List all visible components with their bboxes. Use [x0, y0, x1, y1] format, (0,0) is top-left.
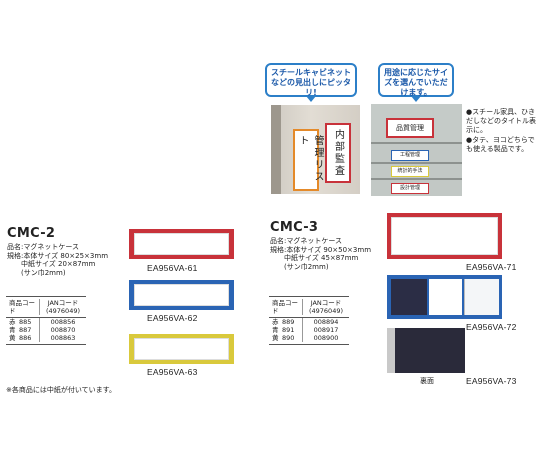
drawer-label-3: 設計管理 — [391, 183, 429, 194]
cabinet-edge — [271, 105, 281, 194]
product-62-blue — [129, 280, 234, 310]
product-code-72: EA956VA-72 — [466, 322, 517, 332]
product-code-61: EA956VA-61 — [147, 263, 198, 273]
cmc3-th-jan: JANコード (4976049) — [302, 299, 349, 315]
drawer-label-2-text: 統計的手法 — [397, 168, 423, 174]
cell-jan: 008856 — [39, 318, 86, 326]
bullet-2: ●タテ、ヨコどちらでも使える製品です。 — [466, 136, 535, 153]
callout-left-text: スチールキャビネットなどの見出しにピッタリ! — [271, 68, 351, 97]
cell-color: 黄 — [272, 334, 279, 342]
insert-paper-right — [429, 279, 462, 315]
product-code-71: EA956VA-71 — [466, 262, 517, 272]
bullet-1: ●スチール家具、ひきだしなどのタイトル表示に。 — [466, 108, 536, 134]
cell-color: 黄 — [9, 334, 16, 342]
callout-right: 用途に応じたサイズを選んでいただけます。 — [378, 63, 454, 102]
cell-code: 885 — [19, 318, 32, 326]
label-text-kanri: 管理リスト — [297, 135, 323, 183]
cell-jan: 008863 — [39, 334, 86, 342]
product-code-63: EA956VA-63 — [147, 367, 198, 377]
cell-code: 886 — [19, 334, 32, 342]
cell-jan: 008870 — [39, 326, 86, 334]
callout-left: スチールキャビネットなどの見出しにピッタリ! — [265, 63, 357, 102]
cmc3-table-header: 商品コード JANコード (4976049) — [269, 297, 349, 318]
drawer-label-1-text: 工程管理 — [399, 152, 420, 158]
label-card-red: 内部監査 — [325, 123, 351, 183]
label-text-kansa: 内部監査 — [332, 129, 344, 177]
drawer-label-large-text: 品質管理 — [396, 124, 424, 132]
cmc3-spec: 品名:マグネットケース 規格:本体サイズ 90×50×3mm 中紙サイズ 45×… — [270, 237, 372, 271]
cmc2-heading: CMC-2 — [7, 226, 56, 241]
product-code-73: EA956VA-73 — [466, 376, 517, 386]
cell-color: 青 — [272, 326, 279, 334]
cmc3-heading: CMC-3 — [270, 220, 319, 235]
drawer-label-large: 品質管理 — [386, 118, 434, 138]
cmc3-th-code: 商品コード — [272, 299, 298, 315]
photo-cabinet-right: 品質管理 工程管理 統計的手法 設計管理 — [371, 104, 462, 196]
drawer-label-3-text: 設計管理 — [399, 185, 420, 191]
cell-code: 890 — [282, 334, 295, 342]
back-side-label: 裏面 — [420, 377, 434, 385]
product-63-yellow — [129, 334, 234, 364]
photo-cabinet-left: 管理リスト 内部監査 — [271, 105, 360, 194]
insert-paper-extra — [464, 279, 499, 315]
cell-color: 赤 — [9, 318, 16, 326]
drawer-label-1: 工程管理 — [391, 150, 429, 161]
cell-code: 887 — [19, 326, 32, 334]
product-71-red — [387, 213, 502, 259]
drawer-label-2: 統計的手法 — [391, 166, 429, 177]
footnote: ※各商品には中紙が付いています。 — [6, 386, 116, 394]
cell-code: 889 — [282, 318, 295, 326]
product-code-62: EA956VA-62 — [147, 313, 198, 323]
product-61-red — [129, 229, 234, 259]
product-73-edge — [387, 328, 395, 373]
cell-color: 青 — [9, 326, 16, 334]
cell-color: 赤 — [272, 318, 279, 326]
cell-code: 891 — [282, 326, 295, 334]
cell-jan: 008917 — [302, 326, 349, 334]
cmc2-spec: 品名:マグネットケース 規格:本体サイズ 80×25×3mm 中紙サイズ 20×… — [7, 243, 109, 277]
callout-right-text: 用途に応じたサイズを選んでいただけます。 — [384, 68, 448, 97]
cmc2-table-header: 商品コード JANコード (4976049) — [6, 297, 86, 318]
product-73-back — [387, 328, 465, 373]
cell-jan: 008894 — [302, 318, 349, 326]
label-card-orange: 管理リスト — [293, 129, 323, 191]
cmc2-th-jan: JANコード (4976049) — [39, 299, 86, 315]
cell-jan: 008900 — [302, 334, 349, 342]
cmc2-th-code: 商品コード — [9, 299, 35, 315]
insert-paper-left — [391, 279, 427, 315]
product-72-blue — [387, 275, 502, 319]
